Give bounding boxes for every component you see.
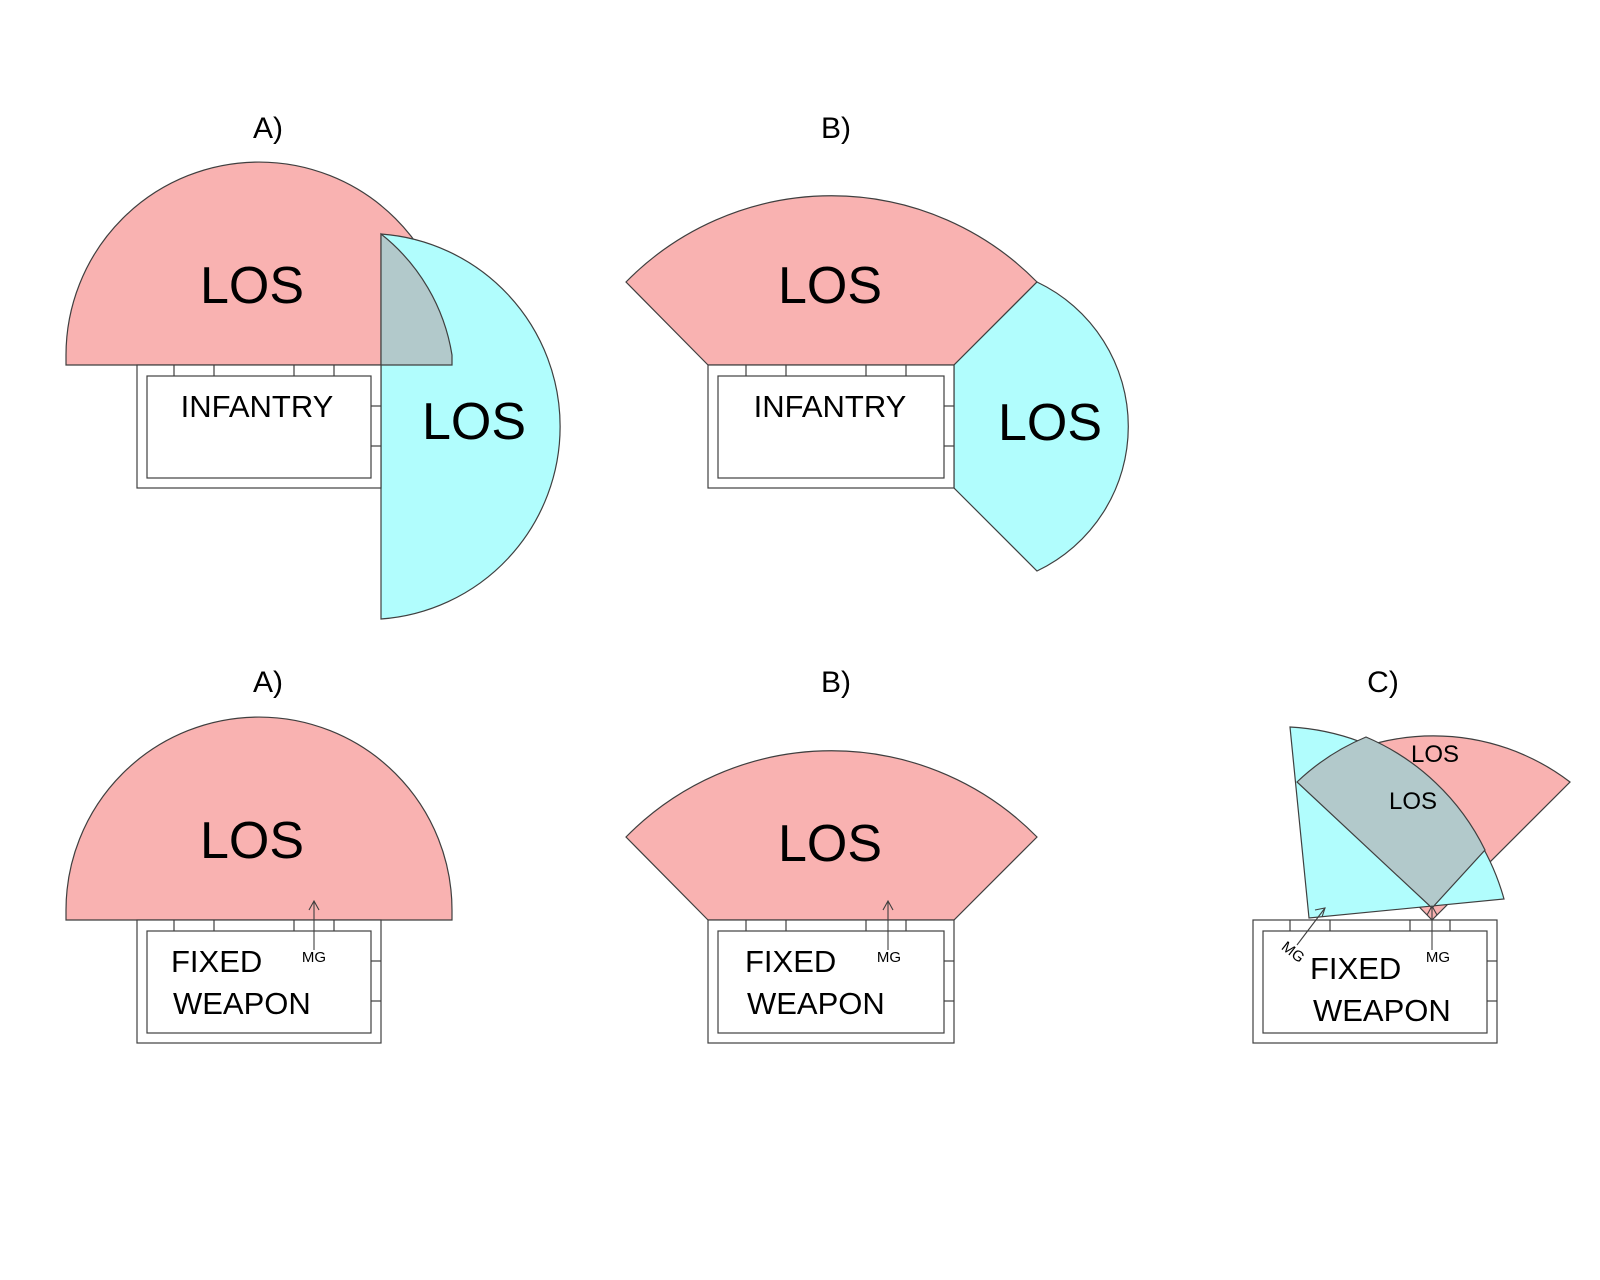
building-inner-top-a [146, 375, 372, 479]
panel-label-bottom-c: C) [1367, 666, 1399, 699]
embrasure-ticks-bottom-b [745, 920, 954, 1002]
los-label-top-a-side: LOS [422, 393, 526, 451]
panel-top-a: A) LOS LOS INFANTRY [65, 112, 561, 620]
embrasure-ticks-top-a [173, 365, 381, 447]
los-area-bottom-a [65, 716, 453, 921]
los-area-top-b-side [953, 281, 1129, 572]
building-inner-bottom-a [146, 930, 372, 1034]
panel-bottom-c: C) LOS LOS FIXED WEAPON MG MG [1252, 666, 1571, 1044]
los-label-top-b-front: LOS [778, 257, 882, 315]
panel-label-top-a: A) [253, 112, 283, 145]
mg-arrow-bottom-c-right [1426, 904, 1438, 950]
unit-label-bottom-b-line1: FIXED [745, 944, 836, 979]
los-label-bottom-a: LOS [200, 812, 304, 870]
los-label-bottom-c-2: LOS [1389, 788, 1437, 815]
panel-top-b: B) LOS LOS INFANTRY [625, 112, 1129, 572]
building-inner-top-b [717, 375, 945, 479]
unit-label-top-b: INFANTRY [754, 389, 907, 424]
panel-bottom-b: B) LOS FIXED WEAPON MG [625, 666, 1038, 1044]
mg-label-bottom-b: MG [877, 949, 901, 966]
unit-label-bottom-b-line2: WEAPON [747, 986, 885, 1021]
los-label-top-b-side: LOS [998, 394, 1102, 452]
los-area-top-b-front [625, 195, 1038, 366]
embrasure-ticks-bottom-c [1289, 920, 1497, 1002]
building-inner-bottom-c [1262, 930, 1488, 1034]
panel-bottom-a: A) LOS FIXED WEAPON MG [65, 666, 453, 1044]
panel-label-bottom-a: A) [253, 666, 283, 699]
unit-label-top-a: INFANTRY [181, 389, 334, 424]
unit-label-bottom-c-line1: FIXED [1310, 951, 1401, 986]
unit-label-bottom-c-line2: WEAPON [1313, 993, 1451, 1028]
mg-arrow-bottom-a [308, 899, 320, 950]
panel-label-top-b: B) [821, 112, 851, 145]
los-area-bottom-b [625, 750, 1038, 921]
mg-label-bottom-c-right: MG [1426, 949, 1450, 966]
los-overlap-top-a [380, 232, 453, 366]
panel-label-bottom-b: B) [821, 666, 851, 699]
embrasure-ticks-top-b [745, 365, 954, 447]
embrasure-ticks-bottom-a [173, 920, 381, 1002]
los-overlap-bottom-c [1296, 736, 1486, 909]
unit-label-bottom-a-line2: WEAPON [173, 986, 311, 1021]
unit-label-bottom-a-line1: FIXED [171, 944, 262, 979]
building-inner-bottom-b [717, 930, 945, 1034]
los-label-top-a-front: LOS [200, 257, 304, 315]
los-label-bottom-b: LOS [778, 815, 882, 873]
mg-label-bottom-a: MG [302, 949, 326, 966]
mg-arrow-bottom-b [882, 899, 894, 950]
mg-arrow-bottom-c-left [1296, 907, 1326, 946]
los-label-bottom-c-1: LOS [1411, 741, 1459, 768]
